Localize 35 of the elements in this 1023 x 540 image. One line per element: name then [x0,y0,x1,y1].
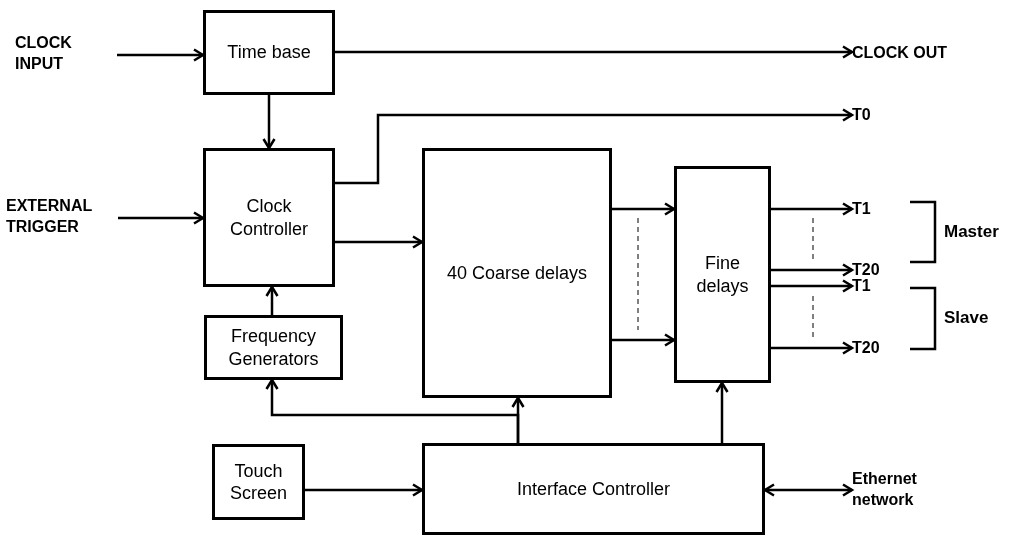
arrow [612,333,676,347]
signal-label: CLOCK INPUT [15,28,117,80]
signal-label: T1 [852,200,892,218]
group-label: Slave [944,307,989,329]
arrow [335,108,854,185]
arrow [771,341,854,355]
process-box: Time base [203,10,335,95]
arrow [335,45,854,59]
arrow [771,202,854,216]
process-box: Interface Controller [422,443,765,535]
signal-label: CLOCK OUT [852,40,972,66]
arrow [511,396,525,443]
arrow [771,279,854,293]
process-box: Frequency Generators [204,315,343,380]
arrow [715,381,729,443]
arrow [771,263,854,277]
signal-label: EXTERNAL TRIGGER [6,193,118,241]
signal-label: T0 [852,103,892,127]
group-label: Master [944,221,999,243]
arrow [118,211,205,225]
arrow [335,235,424,249]
arrow [612,202,676,216]
arrow [763,483,854,497]
signal-label: T20 [852,339,892,357]
process-box: Touch Screen [212,444,305,520]
signal-label: T20 [852,261,892,279]
arrow [262,95,276,150]
arrow [265,285,279,315]
process-box: Clock Controller [203,148,335,287]
arrow [117,48,205,62]
signal-label: T1 [852,277,892,295]
process-box: 40 Coarse delays [422,148,612,398]
arrow [305,483,424,497]
process-box: Fine delays [674,166,771,383]
signal-label: Ethernet network [852,468,942,512]
